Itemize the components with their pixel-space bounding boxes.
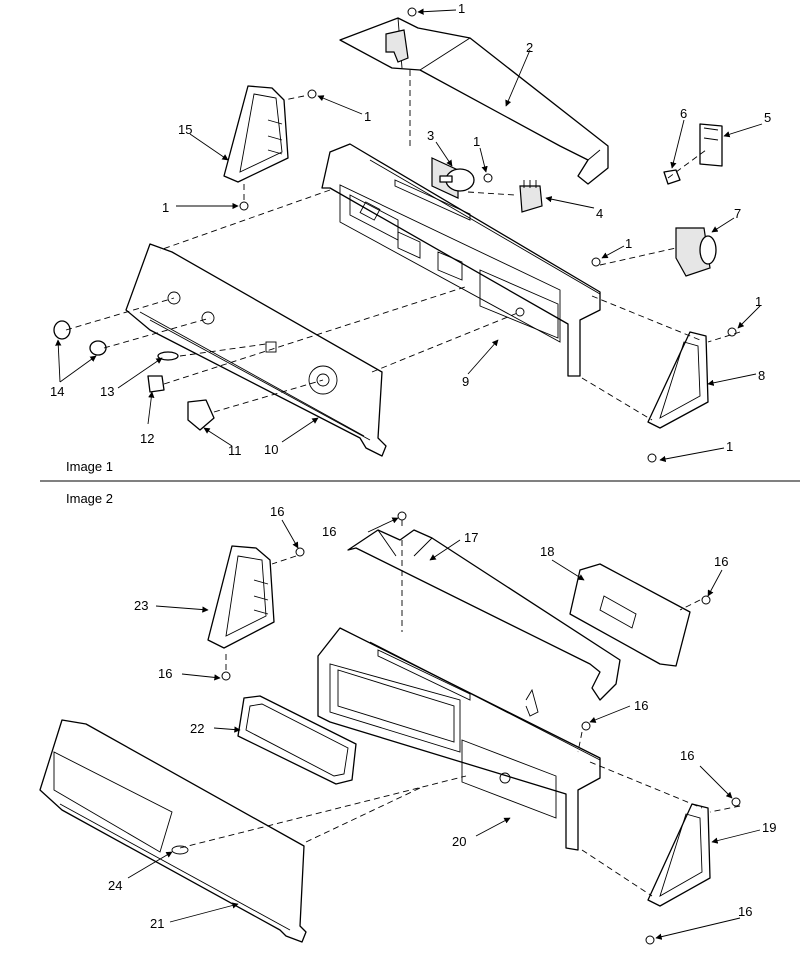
callout-label: 19 <box>762 820 776 835</box>
screws <box>239 7 737 463</box>
callout-label: 16 <box>738 904 752 919</box>
timer <box>431 157 475 199</box>
small-knobs <box>53 320 215 431</box>
connector <box>663 169 681 185</box>
image-1-caption: Image 1 <box>66 459 113 474</box>
callout-label: 1 <box>625 236 632 251</box>
front-control-panel <box>125 243 387 457</box>
pressure-switch <box>675 227 717 277</box>
front-control-panel <box>39 719 307 943</box>
callout-label: 1 <box>755 294 762 309</box>
callout-label: 24 <box>108 878 122 893</box>
callout-label: 13 <box>100 384 114 399</box>
callout-label: 23 <box>134 598 148 613</box>
callout-label: 16 <box>270 504 284 519</box>
image-2-diagram: Image 2 <box>39 491 776 945</box>
callout-label: 5 <box>764 110 771 125</box>
callout-label: 6 <box>680 106 687 121</box>
callout-label: 16 <box>634 698 648 713</box>
control-panel-top-cover <box>347 529 621 701</box>
left-end-cap <box>207 545 275 649</box>
callout-label: 9 <box>462 374 469 389</box>
callout-label: 10 <box>264 442 278 457</box>
callout-label: 3 <box>427 128 434 143</box>
callout-label: 1 <box>364 109 371 124</box>
callout-label: 16 <box>680 748 694 763</box>
wire-connector <box>525 688 539 717</box>
right-end-cap <box>647 803 711 907</box>
callout-labels-image-1: 1 2 1 3 1 15 5 6 4 7 1 1 1 14 13 9 8 12 … <box>50 1 771 458</box>
switch <box>519 180 543 213</box>
callout-label: 1 <box>162 200 169 215</box>
callout-label: 20 <box>452 834 466 849</box>
callout-label: 21 <box>150 916 164 931</box>
leader-lines <box>127 517 761 940</box>
leader-lines <box>55 8 763 463</box>
callout-label: 7 <box>734 206 741 221</box>
callout-labels-image-2: 16 16 17 18 16 23 16 22 16 16 20 19 24 2… <box>108 504 776 931</box>
window-frame <box>237 695 357 785</box>
alignment-lines <box>179 520 741 897</box>
display-board <box>569 563 691 667</box>
callout-label: 18 <box>540 544 554 559</box>
callout-label: 4 <box>596 206 603 221</box>
callout-label: 11 <box>228 443 242 458</box>
circuit-board <box>699 123 723 167</box>
main-console-panel <box>321 143 601 377</box>
callout-label: 1 <box>726 439 733 454</box>
right-end-cap <box>647 331 709 429</box>
callout-label: 2 <box>526 40 533 55</box>
callout-label: 22 <box>190 721 204 736</box>
main-console-panel <box>317 627 601 851</box>
screws <box>221 511 741 945</box>
alignment-lines <box>65 70 741 421</box>
callout-label: 16 <box>158 666 172 681</box>
callout-label: 8 <box>758 368 765 383</box>
left-end-cap <box>223 85 289 183</box>
callout-label: 1 <box>473 134 480 149</box>
callout-label: 14 <box>50 384 64 399</box>
callout-label: 15 <box>178 122 192 137</box>
callout-label: 1 <box>458 1 465 16</box>
image-1-diagram: 1 2 1 3 1 15 5 6 4 7 1 1 1 14 13 9 8 12 … <box>50 1 771 474</box>
callout-label: 16 <box>714 554 728 569</box>
callout-label: 12 <box>140 431 154 446</box>
control-panel-top-cover <box>339 17 609 185</box>
image-2-caption: Image 2 <box>66 491 113 506</box>
callout-label: 17 <box>464 530 478 545</box>
callout-label: 16 <box>322 524 336 539</box>
